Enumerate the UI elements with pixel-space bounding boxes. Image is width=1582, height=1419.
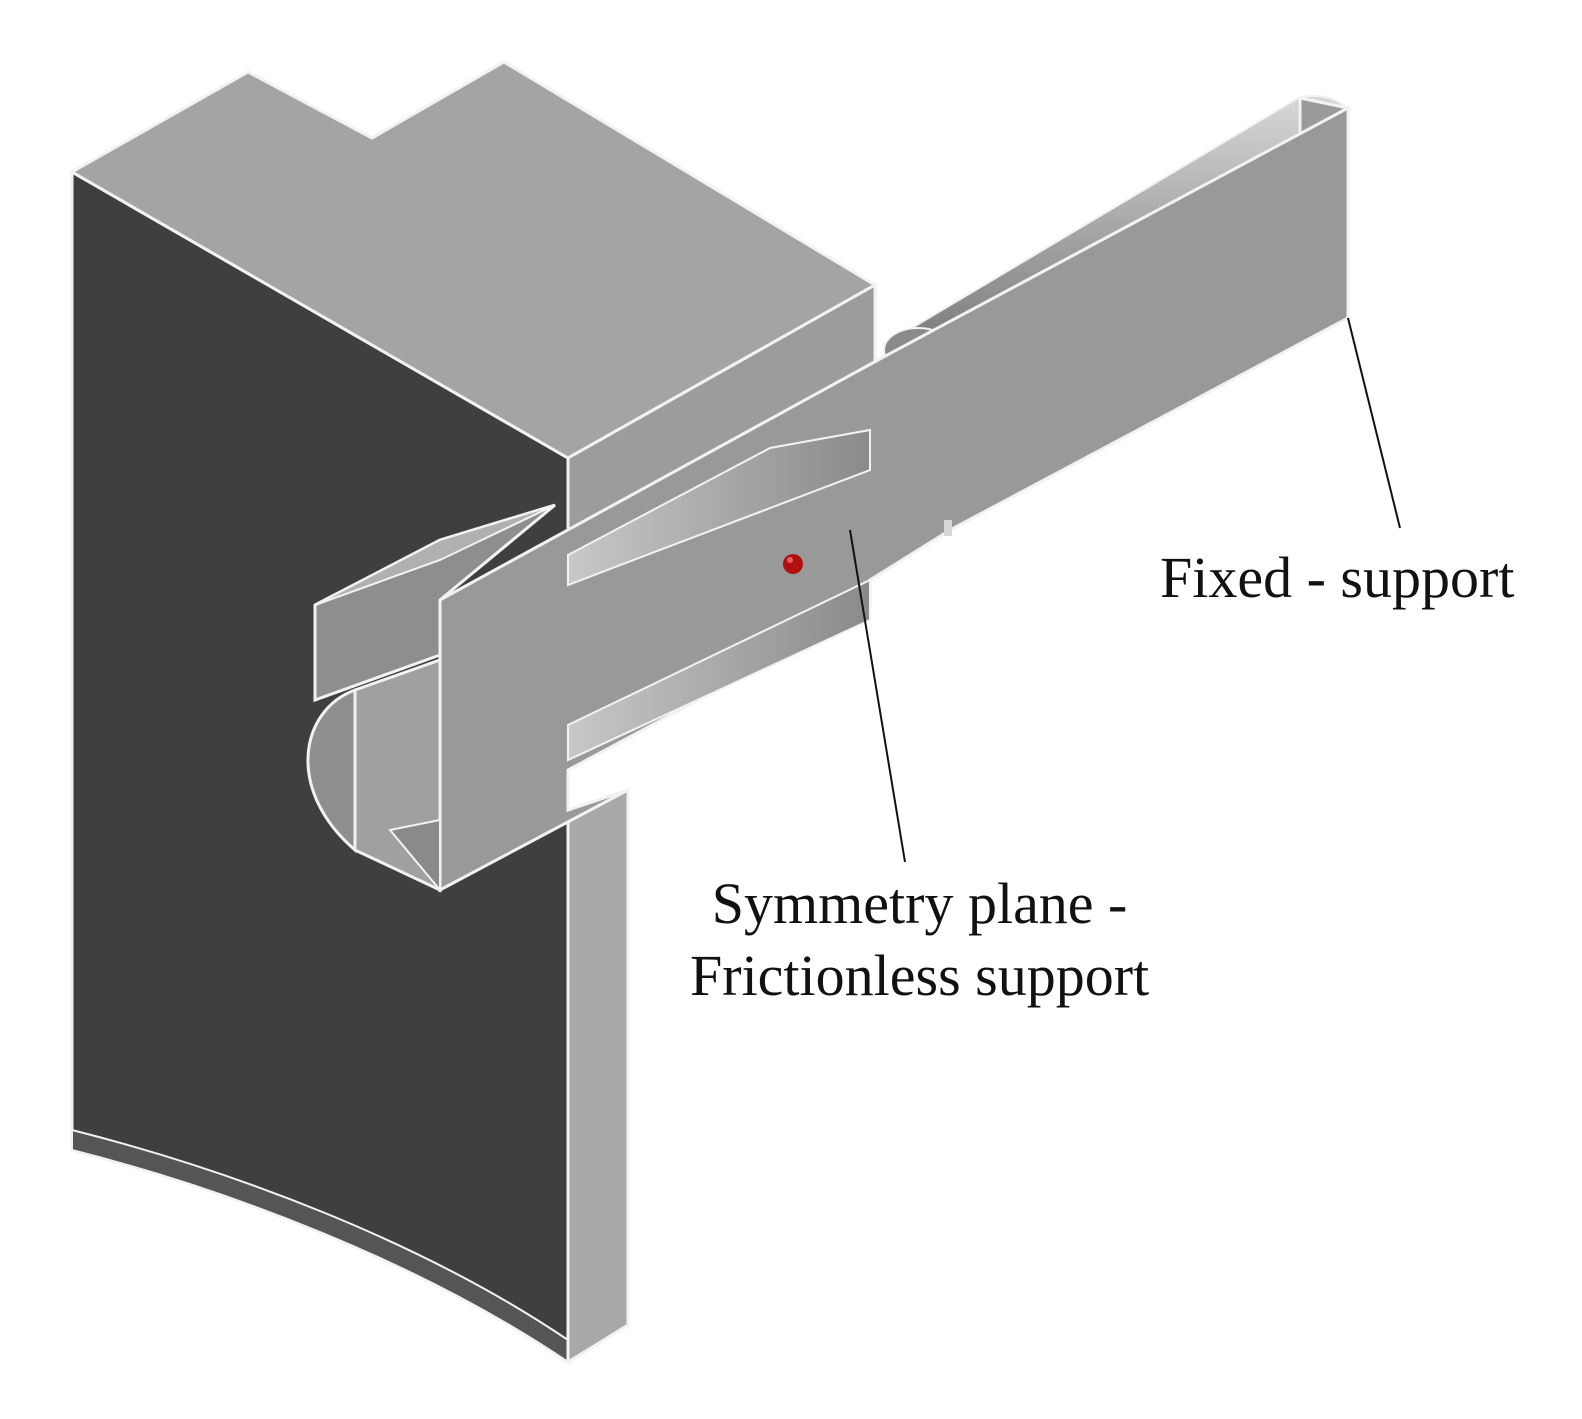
root-upper-lobe-top — [314, 504, 556, 606]
leader-line-fixed — [1347, 317, 1401, 529]
root-pin-end — [306, 687, 357, 854]
label-symmetry-line2: Frictionless support — [690, 943, 1150, 1008]
label-fixed-support: Fixed - support — [1160, 545, 1515, 610]
upper-slot — [567, 428, 871, 587]
label-symmetry-plane: Symmetry plane - Frictionless support — [690, 868, 1149, 1012]
lower-slot — [567, 578, 871, 762]
root-lower-wedge — [388, 818, 441, 893]
leader-line-symmetry — [849, 529, 906, 863]
label-symmetry-line1: Symmetry plane - — [711, 871, 1128, 936]
symmetry-marker — [783, 554, 803, 574]
symmetry-marker-highlight — [787, 557, 793, 563]
bar-notch — [944, 520, 952, 536]
disk-side-face — [566, 787, 630, 1365]
